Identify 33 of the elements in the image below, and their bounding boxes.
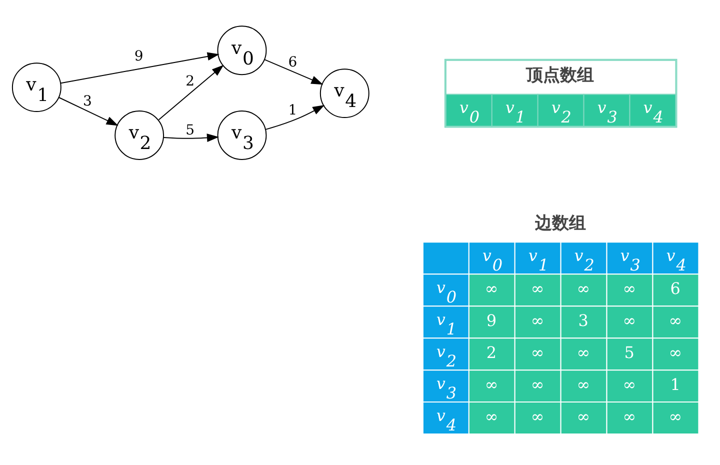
label: 9 [486,310,497,330]
label: ∞ [530,310,544,330]
label: 2 [486,342,497,362]
label: ∞ [484,406,498,426]
label: ∞ [576,278,590,298]
label: ∞ [576,342,590,362]
label: ∞ [484,374,498,394]
label: ∞ [668,310,682,330]
label: 3 [578,310,588,330]
label: ∞ [668,406,682,426]
label: 1 [670,374,680,394]
edge-label: 3 [82,94,92,110]
label: 6 [670,278,680,298]
label: ∞ [530,406,544,426]
label: ∞ [576,406,590,426]
label: ∞ [622,406,636,426]
label: ∞ [622,310,636,330]
label: ∞ [484,278,498,298]
label: ∞ [622,374,636,394]
label: 顶点数组 [526,65,594,86]
label: 5 [624,342,634,362]
edge-label: 9 [134,48,144,65]
edge-label: 5 [186,122,195,138]
label: ∞ [622,278,636,298]
edge-label: 1 [288,102,298,118]
edge-label: 2 [186,74,195,90]
label: ∞ [530,342,544,362]
label: ∞ [530,278,544,298]
label: ∞ [668,342,682,362]
label: ∞ [530,374,544,394]
edge-label: 6 [288,54,298,71]
label: ∞ [576,374,590,394]
label: 边数组 [534,213,586,234]
